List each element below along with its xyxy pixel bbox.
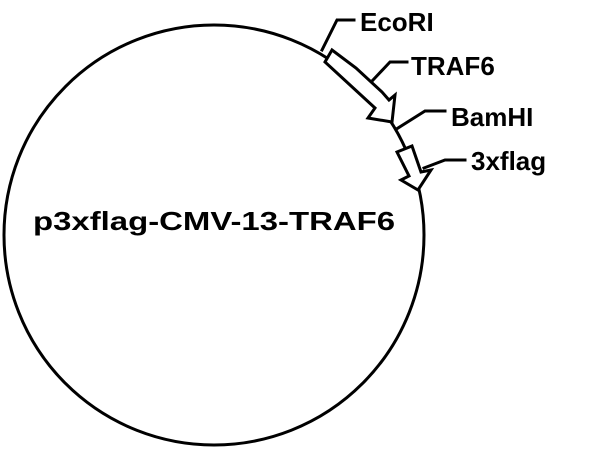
flag-arrow-icon [394,144,435,193]
flag-label: 3xflag [471,146,546,176]
ecori-leader-line [319,18,356,53]
ecori-label: EcoRI [360,7,434,37]
traf6-label: TRAF6 [411,51,495,81]
plasmid-backbone-circle [2,23,426,447]
traf6-leader-line [370,60,409,83]
bamhi-label: BamHI [451,102,533,132]
traf6-arrow-icon [323,47,397,124]
bamhi-leader-line [395,109,447,131]
traf6-feature[interactable] [323,47,397,124]
plasmid-name-label: p3xflag-CMV-13-TRAF6 [33,206,395,236]
flag-feature[interactable] [394,144,435,193]
flag-leader-line [422,158,467,170]
